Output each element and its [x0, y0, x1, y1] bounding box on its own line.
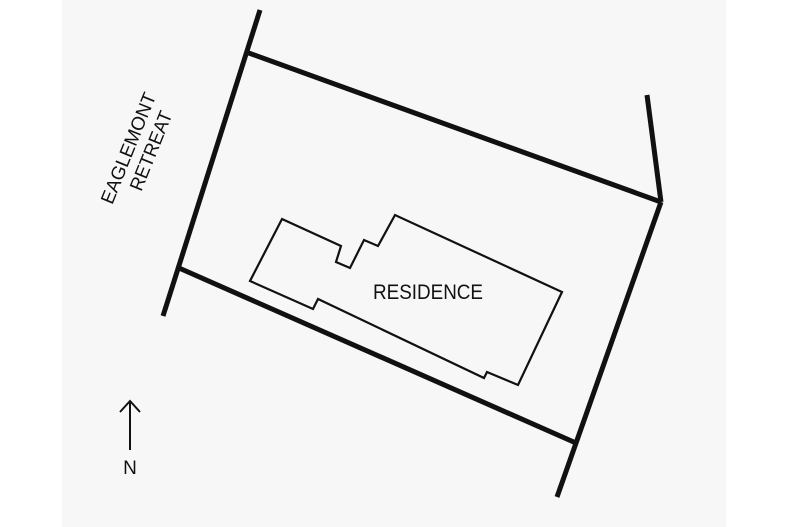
drawing-panel	[62, 0, 726, 527]
property-boundary	[160, 9, 664, 498]
west-boundary-line	[160, 9, 263, 317]
north-label: N	[123, 458, 137, 479]
east-boundary-line	[554, 201, 664, 498]
residence-footprint	[248, 213, 564, 387]
building-label: RESIDENCE	[373, 281, 483, 304]
south-boundary-line	[177, 265, 578, 446]
north-boundary-line	[245, 49, 662, 205]
north-arrow-icon	[119, 399, 141, 450]
northeast-boundary-line	[644, 94, 664, 203]
street-label: EAGLEMONT RETREAT	[97, 89, 177, 207]
